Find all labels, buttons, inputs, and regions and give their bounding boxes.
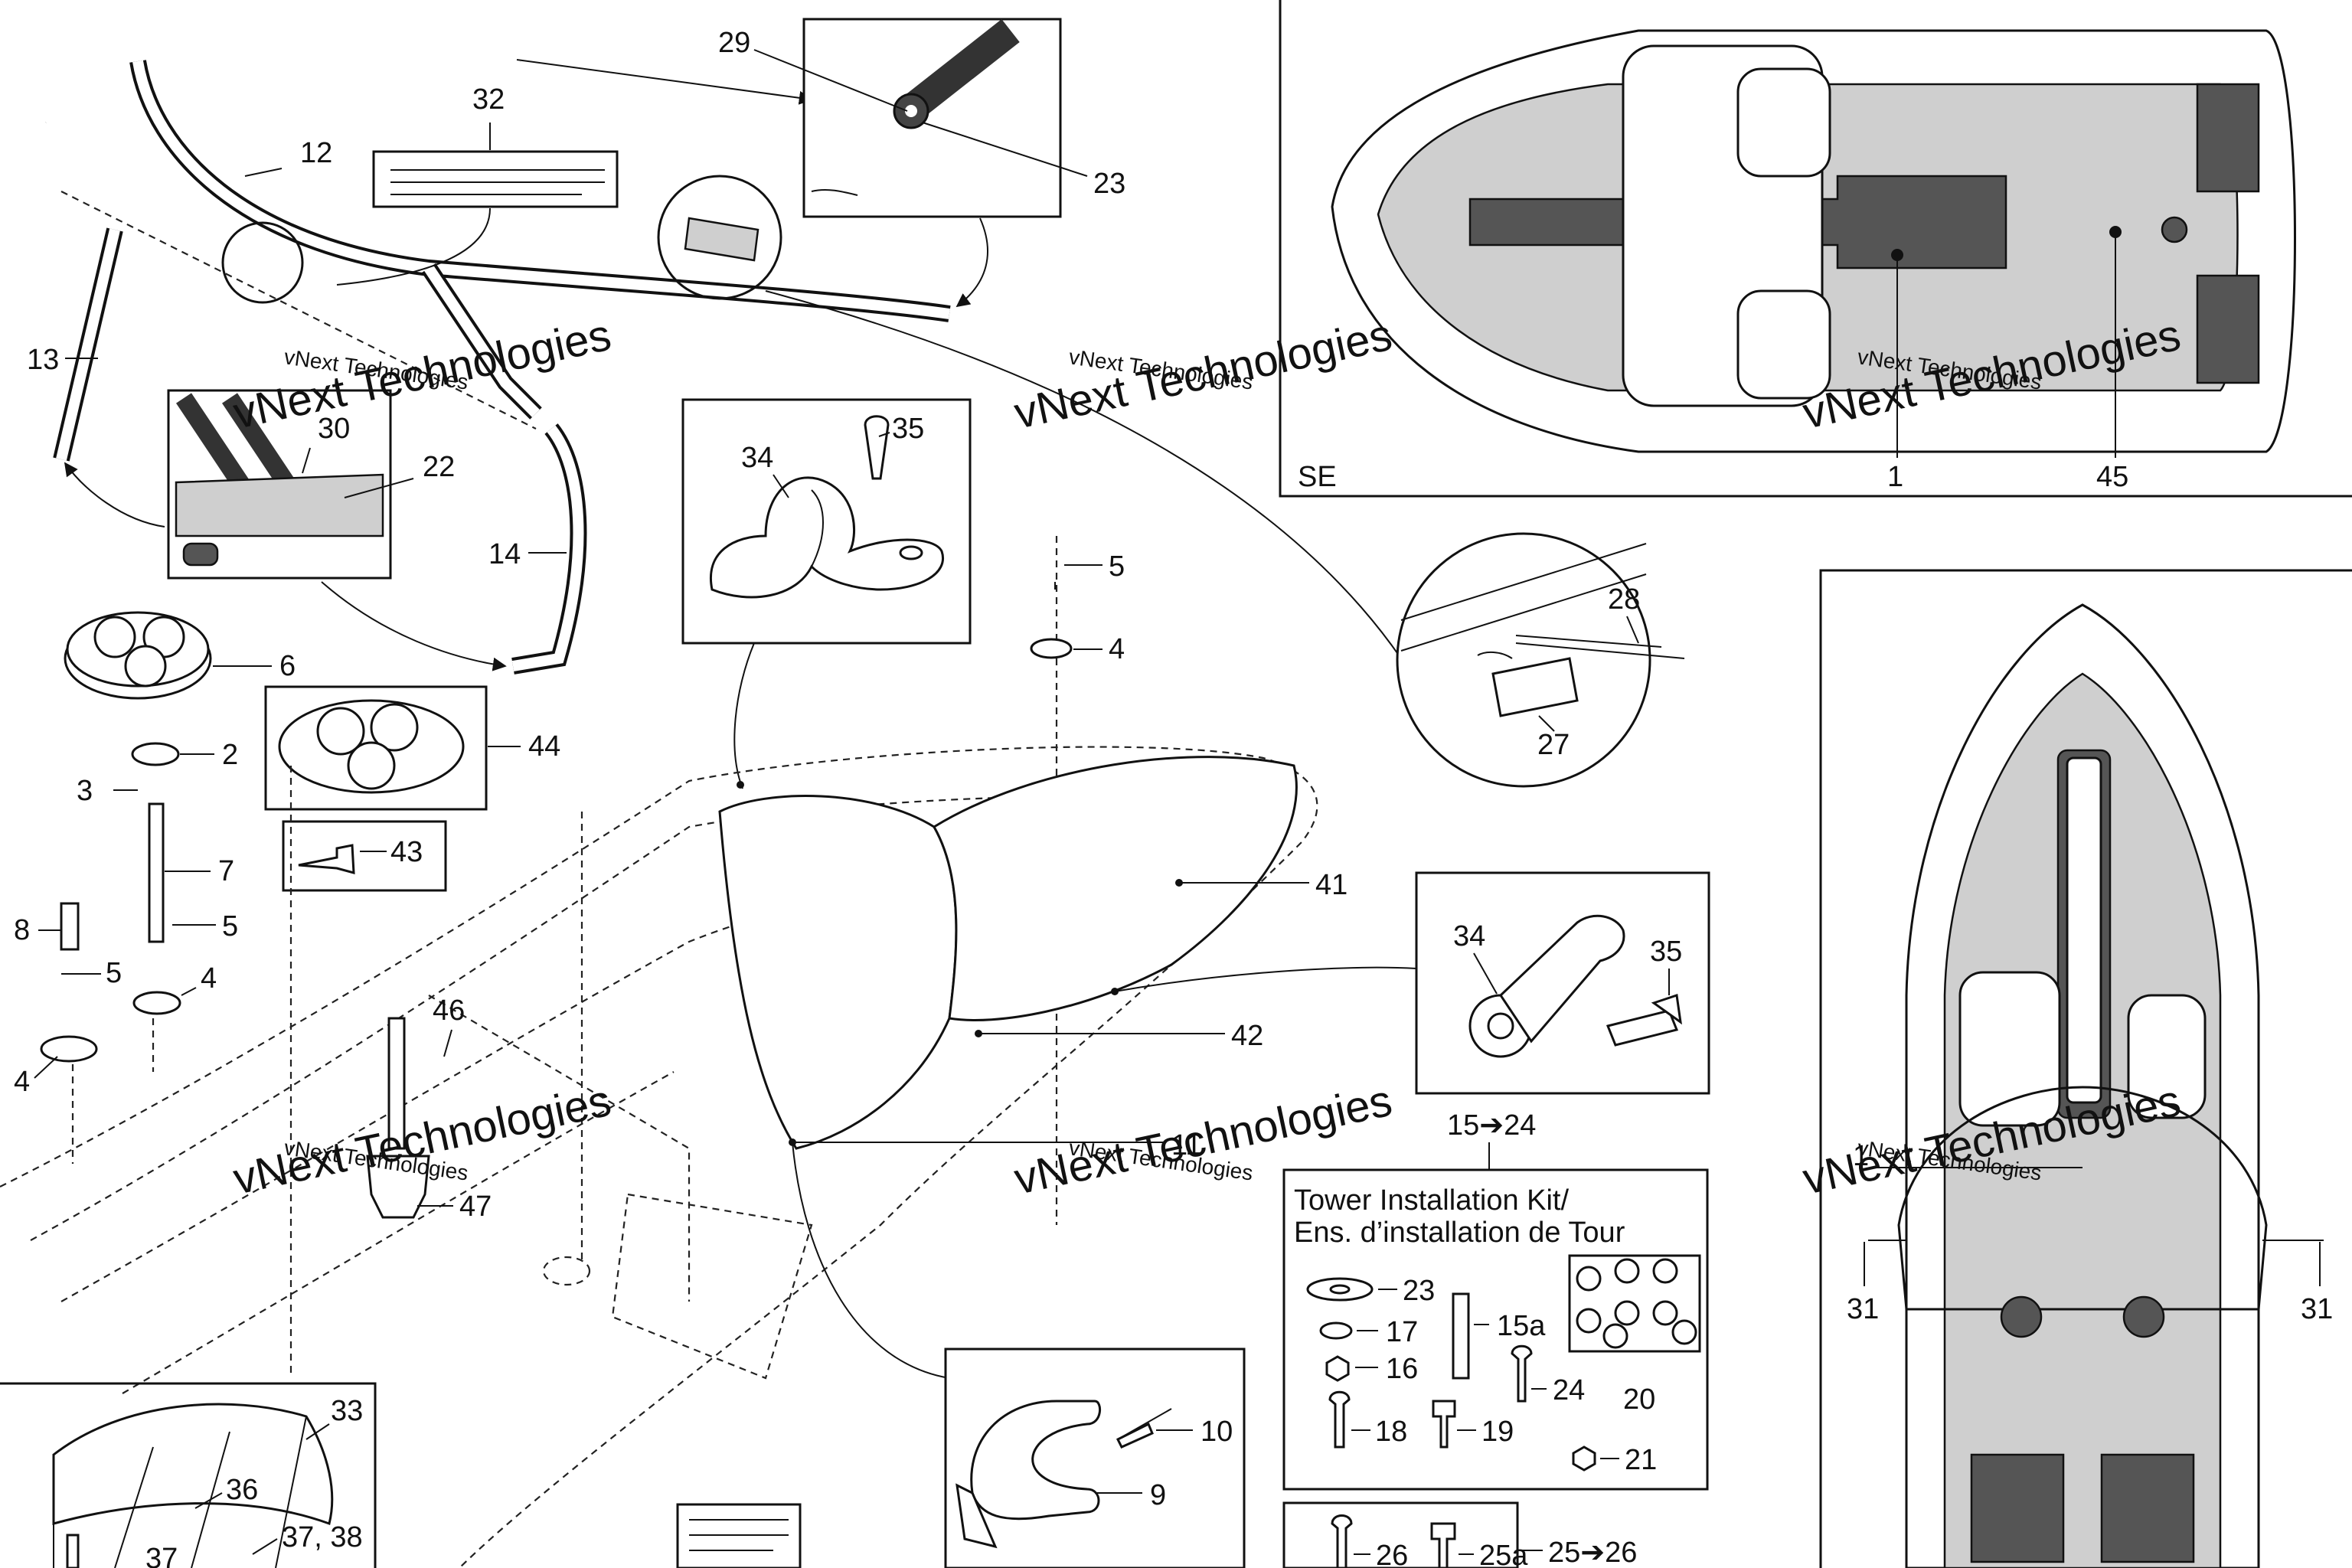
callout-9: 9 (1150, 1479, 1166, 1511)
callout-23-kit: 23 (1403, 1275, 1435, 1307)
callout-33: 33 (331, 1395, 363, 1427)
callout-5-mid: 5 (1109, 550, 1125, 583)
seat-cushions: 41 42 (718, 582, 1417, 1150)
screw-43-box: 43 (282, 820, 447, 892)
callout-29: 29 (718, 27, 750, 59)
callout-43: 43 (390, 836, 423, 868)
se-top-view-panel: SE 1 45 (1279, 0, 2352, 498)
callout-4-mid: 4 (1109, 633, 1125, 665)
inset-34-35-right: 34 35 (1415, 871, 1710, 1095)
kit-range-bottom: 25➔26 (1548, 1537, 1637, 1568)
boat-top-view-se (1331, 29, 2296, 453)
callout-31-right: 31 (2301, 1293, 2333, 1325)
kit-title-line1: Tower Installation Kit/ (1294, 1184, 1569, 1217)
callout-13: 13 (27, 344, 59, 376)
callout-6: 6 (279, 650, 296, 682)
callout-27: 27 (1537, 729, 1570, 761)
callout-36: 36 (226, 1474, 258, 1506)
callout-17: 17 (1386, 1316, 1418, 1348)
callout-5-left2: 5 (106, 957, 122, 989)
callout-23-top: 23 (1093, 168, 1125, 200)
warning-decal-32 (372, 150, 619, 208)
callout-30: 30 (318, 413, 350, 445)
callout-42: 42 (1231, 1020, 1263, 1052)
callout-28: 28 (1608, 583, 1640, 616)
cup-holder-44-box: 44 (264, 685, 560, 811)
callout-44: 44 (528, 730, 560, 763)
callout-7: 7 (218, 855, 234, 887)
callout-45: 45 (2096, 461, 2128, 493)
callout-46: 46 (433, 995, 465, 1027)
grip-decal (657, 175, 782, 300)
inset-30-22: 30 22 (64, 389, 507, 671)
caution-decal (676, 1503, 802, 1568)
kit-title-line2: Ens. d’installation de Tour (1294, 1217, 1625, 1249)
callout-4-left2: 4 (14, 1066, 30, 1098)
callout-10: 10 (1200, 1416, 1233, 1448)
mirror-detail: 28 27 (1396, 532, 1685, 788)
callout-37-38: 37, 38 (282, 1521, 363, 1553)
callout-24: 24 (1553, 1374, 1585, 1406)
callout-25a: 25a (1479, 1540, 1528, 1568)
inset-29-23: 29 23 (718, 18, 1125, 308)
callout-35-top: 35 (892, 413, 924, 445)
callout-3: 3 (77, 775, 93, 807)
callout-11: 11 (1171, 1129, 1201, 1161)
callout-35-right: 35 (1650, 936, 1682, 968)
callout-14: 14 (488, 538, 521, 570)
boat-top-view-right (1897, 603, 2268, 1568)
cup-holder-parts: 6 2 3 7 5 8 5 4 4 (14, 611, 296, 1164)
callout-18: 18 (1375, 1416, 1407, 1448)
callout-1-right: 1 (1853, 1140, 1869, 1172)
callout-19: 19 (1481, 1416, 1514, 1448)
callout-26: 26 (1376, 1540, 1408, 1568)
callout-2: 2 (222, 739, 238, 771)
callout-21: 21 (1625, 1444, 1657, 1476)
pedestal-46-47: 46 47 (366, 995, 492, 1223)
inset-34-35-top: 34 35 (681, 398, 972, 789)
callout-34-right: 34 (1453, 920, 1485, 952)
callout-22: 22 (423, 451, 455, 483)
variant-label: SE (1298, 461, 1337, 493)
tower-installation-kit-panel: 15➔24 Tower Installation Kit/ Ens. d’ins… (1282, 1109, 1709, 1491)
kit-range-top: 15➔24 (1447, 1109, 1536, 1142)
tower-assembly: 12 13 14 32 (27, 28, 1402, 675)
callout-31-left: 31 (1847, 1293, 1879, 1325)
drain-fitting-5-4: 5 4 (1030, 550, 1125, 665)
callout-34-top: 34 (741, 442, 773, 474)
callout-1-top: 1 (1887, 461, 1903, 493)
right-top-view-panel: 1 31 31 (1819, 569, 2352, 1568)
callout-20: 20 (1623, 1383, 1655, 1416)
callout-15a: 15a (1497, 1310, 1546, 1342)
callout-5-left: 5 (222, 910, 238, 942)
bimini-top-panel: 33 36 37, 38 37 (0, 1382, 377, 1568)
callout-8: 8 (14, 914, 30, 946)
leader-11: 11 (789, 1129, 1201, 1379)
callout-32: 32 (472, 83, 505, 116)
inset-9-10: 10 9 (944, 1348, 1246, 1568)
callout-37: 37 (145, 1543, 178, 1568)
callout-4-left: 4 (201, 962, 217, 995)
callout-12: 12 (300, 137, 332, 169)
callout-41: 41 (1315, 869, 1348, 901)
callout-47: 47 (459, 1191, 492, 1223)
callout-16: 16 (1386, 1353, 1418, 1385)
tower-kit-25-26-panel: 26 25a 25➔26 (1282, 1501, 1637, 1568)
